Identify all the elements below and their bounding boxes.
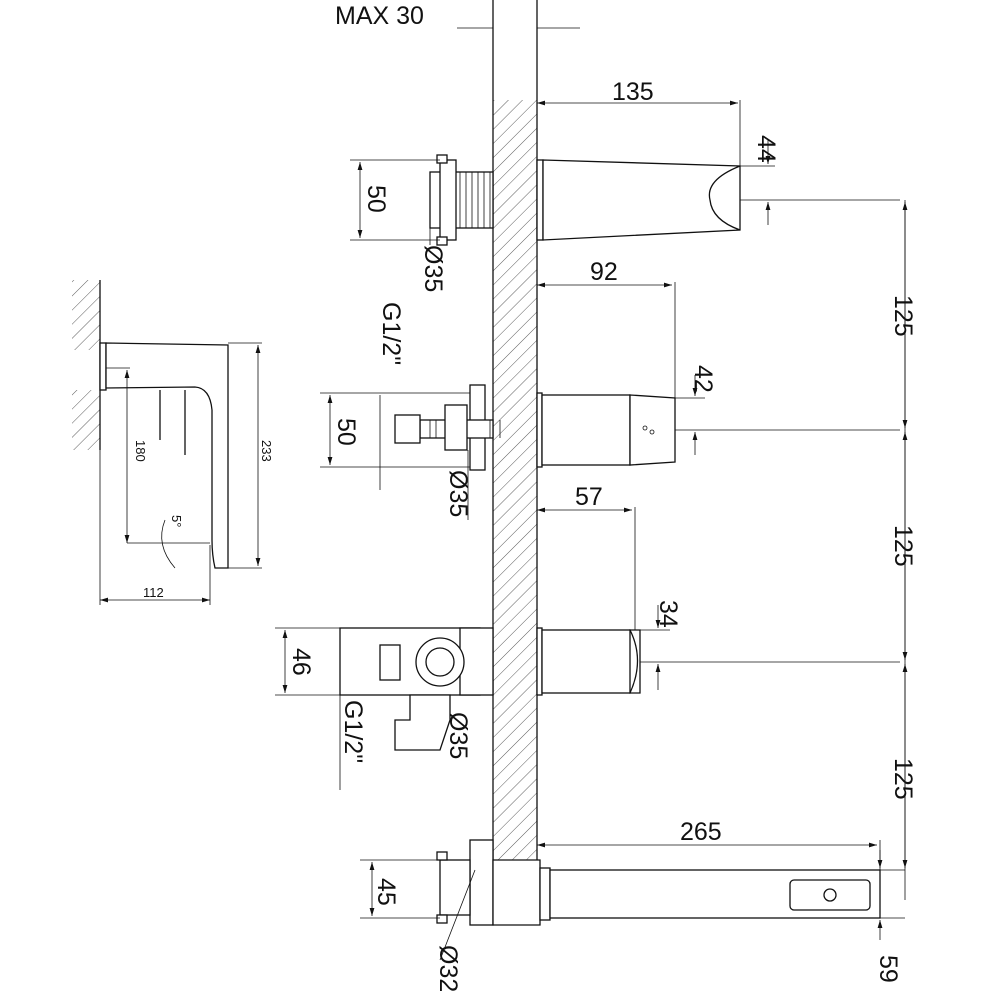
max-30-label: MAX 30 (335, 2, 424, 30)
shower-handle-label: 59 (874, 955, 902, 983)
shower-length-label: 265 (680, 818, 722, 846)
spout (429, 154, 741, 246)
mixer-height-label: 34 (654, 600, 682, 628)
spout-length-label: 135 (612, 78, 654, 106)
side-112-label: 112 (143, 585, 164, 600)
spout-hole-label: Ø35 (419, 245, 447, 292)
spout-height-label: 44 (752, 135, 780, 163)
mixer-hole-label: Ø35 (444, 712, 472, 759)
diverter-hole-label: Ø35 (444, 470, 472, 517)
dimensions: MAX 30 135 44 50 Ø35 92 42 50 G1/2" Ø35 … (275, 2, 917, 992)
mixer-thread-label: G1/2" (339, 700, 367, 763)
hand-shower (436, 839, 881, 926)
diverter-height-label: 42 (689, 365, 717, 393)
diverter-length-label: 92 (590, 258, 618, 286)
diverter-flange-label: 50 (332, 418, 360, 446)
shower-hole-label: Ø32 (434, 945, 462, 992)
side-view: 180 233 112 5° (72, 280, 274, 605)
spout-flange-label: 50 (362, 185, 390, 213)
shower-height-label: 45 (372, 878, 400, 906)
diverter (394, 384, 676, 471)
side-180-label: 180 (133, 440, 148, 462)
spacing-3-label: 125 (889, 758, 917, 800)
side-233-label: 233 (259, 440, 274, 462)
mixer-length-label: 57 (575, 483, 603, 511)
spacing-1-label: 125 (889, 295, 917, 337)
mixer (339, 627, 641, 751)
mixer-flange-label: 46 (287, 648, 315, 676)
side-angle-label: 5° (169, 515, 184, 527)
diverter-thread-label: G1/2" (377, 302, 405, 365)
spacing-2-label: 125 (889, 525, 917, 567)
